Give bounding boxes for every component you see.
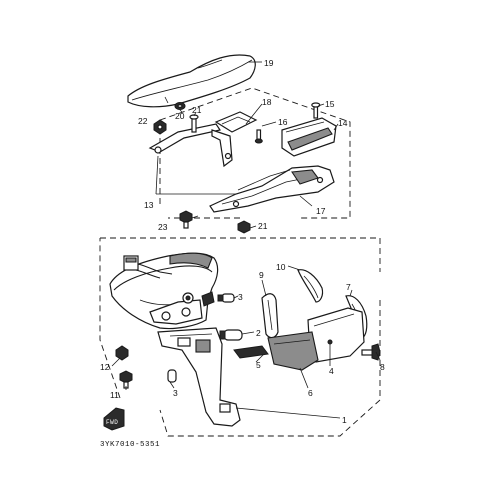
label-7: 7 [346, 282, 351, 292]
leader-lines-lower [111, 265, 381, 419]
bolt-part-21-upper [189, 114, 199, 133]
label-13: 13 [144, 200, 154, 210]
fwd-label: FWD [106, 419, 118, 426]
clip-part-12 [115, 345, 129, 361]
label-8: 8 [380, 362, 385, 372]
lens-part-10 [297, 269, 324, 303]
bracket-part-18 [214, 111, 258, 133]
license-lamp-part-14 [281, 117, 337, 157]
label-18: 18 [262, 97, 272, 107]
label-3-upper: 3 [238, 292, 243, 302]
label-16: 16 [278, 117, 288, 127]
rear-fender-part [157, 327, 241, 427]
lens-part-6 [267, 331, 319, 371]
label-6: 6 [308, 388, 313, 398]
label-14: 14 [338, 118, 348, 128]
screw-part-8 [361, 343, 381, 361]
bulb-part-2 [219, 329, 243, 341]
label-22: 22 [138, 116, 148, 126]
bulb-part-3-lower [167, 369, 177, 383]
label-19: 19 [264, 58, 274, 68]
label-9: 9 [259, 270, 264, 280]
gasket-part-5 [233, 345, 269, 359]
bolt-part-16 [254, 129, 263, 144]
label-17: 17 [316, 206, 326, 216]
screw-part-11 [119, 370, 133, 389]
label-10: 10 [276, 262, 286, 272]
lower-assembly-boundary [99, 237, 381, 437]
label-11: 11 [110, 390, 119, 400]
label-20: 20 [175, 111, 185, 121]
drawing-code: 3YK7010-5351 [100, 441, 160, 449]
bracket-part-17 [209, 165, 335, 213]
label-15: 15 [325, 99, 335, 109]
tail-lens-part-4 [307, 307, 365, 363]
bolt-part-21-lower [237, 220, 251, 234]
stay-bar [148, 123, 233, 168]
label-21-lower: 21 [258, 221, 268, 231]
label-2: 2 [256, 328, 261, 338]
grommet-part-20 [174, 102, 186, 110]
nut-part-22 [153, 119, 167, 135]
label-23: 23 [158, 222, 168, 232]
label-3-lower: 3 [173, 388, 178, 398]
label-4: 4 [329, 366, 334, 376]
label-12: 12 [100, 362, 110, 372]
lens-part-9 [261, 293, 279, 339]
part-number-labels: 1 2 3 3 4 5 6 7 8 9 10 11 12 13 14 15 16… [100, 58, 385, 425]
screw-part-15 [311, 102, 321, 119]
tail-light-housing-part-1 [109, 252, 219, 330]
leader-lines-upper [155, 61, 339, 229]
label-5: 5 [256, 360, 261, 370]
wire-connector [123, 255, 173, 279]
bulb-part-3-upper [217, 293, 235, 303]
fwd-arrow-icon: FWD [103, 407, 125, 431]
rear-cover-part-19 [127, 54, 256, 108]
bolt-part-23 [179, 210, 193, 229]
label-1: 1 [342, 415, 347, 425]
label-21-upper: 21 [192, 105, 202, 115]
